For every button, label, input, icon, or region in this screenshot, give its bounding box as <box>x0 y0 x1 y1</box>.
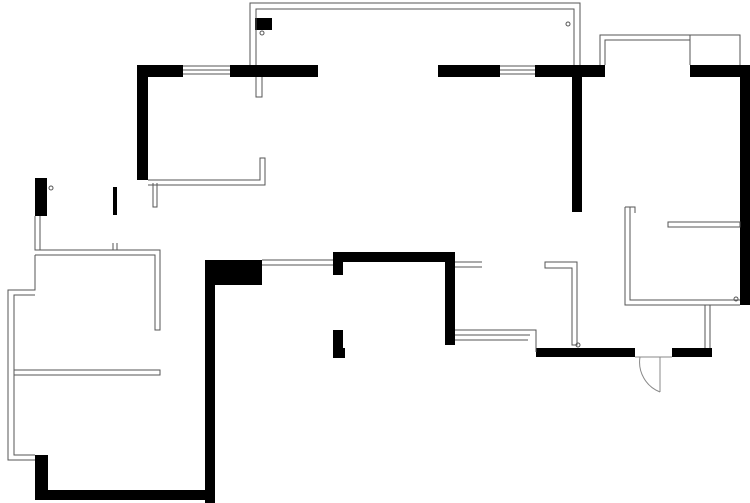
fixtures <box>48 21 739 348</box>
walls <box>35 18 750 503</box>
thin-lines <box>7 2 741 461</box>
